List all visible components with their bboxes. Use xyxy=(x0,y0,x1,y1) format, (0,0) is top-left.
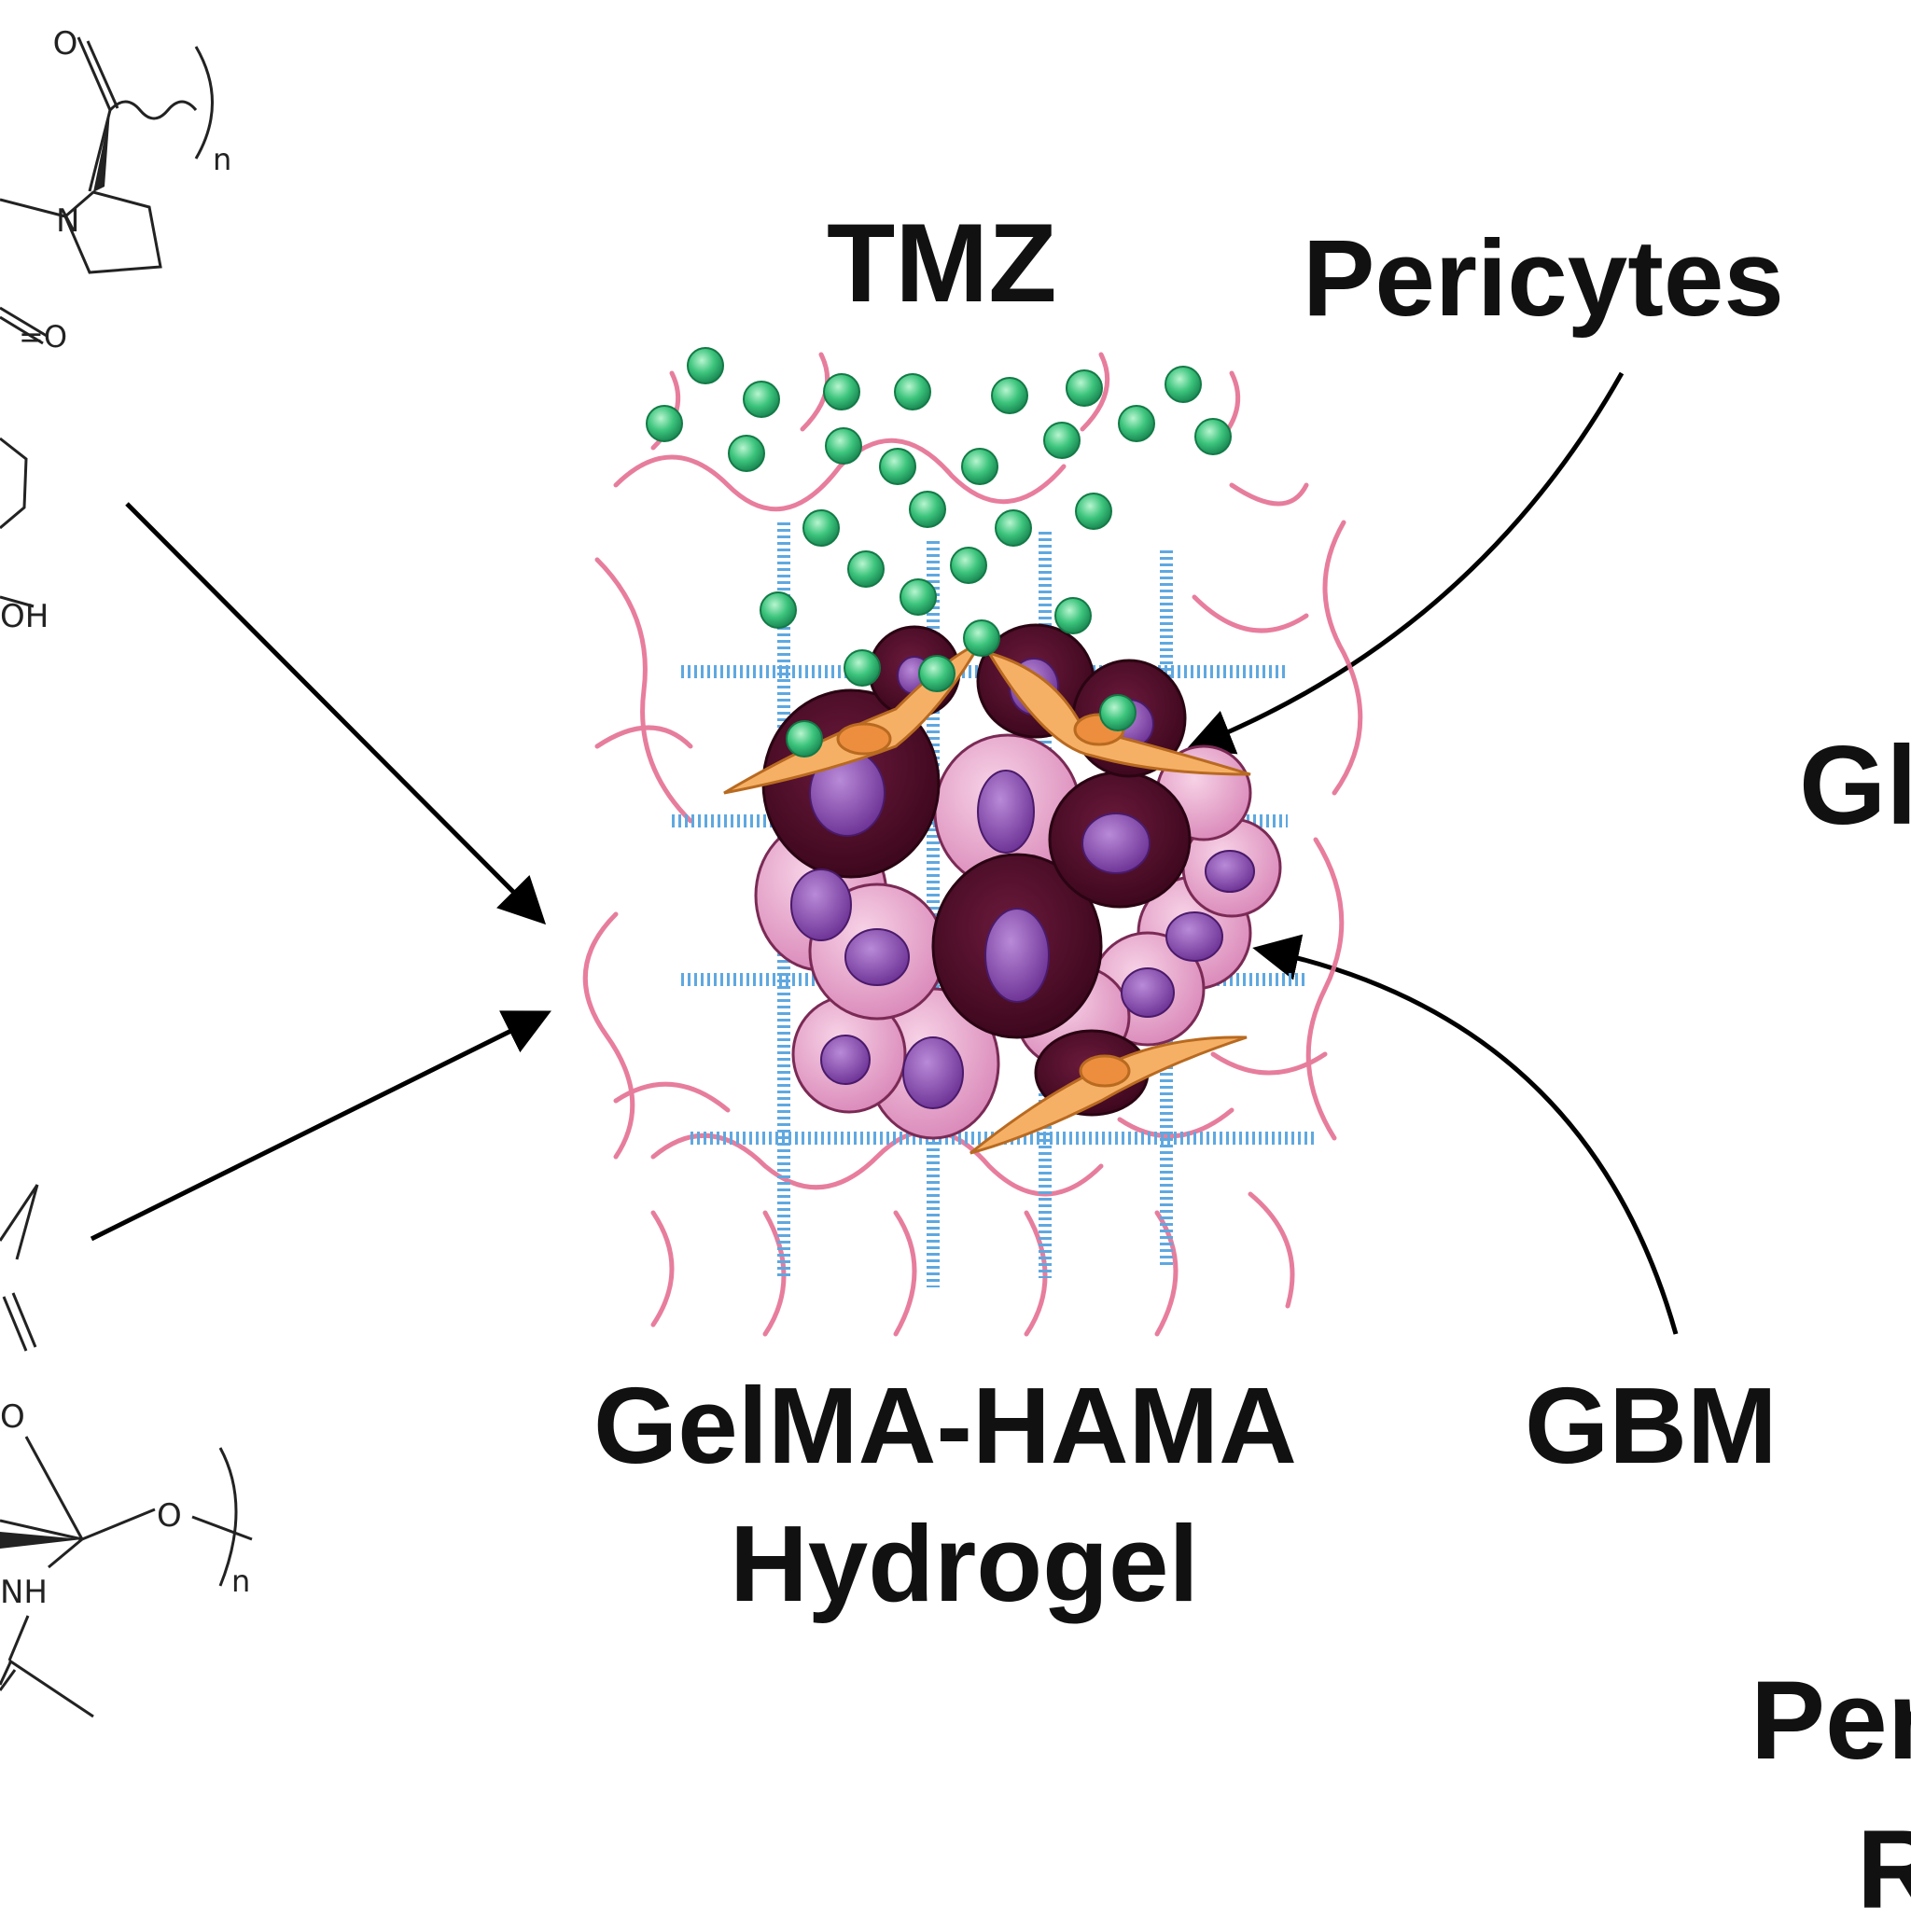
chem-o-link: O xyxy=(157,1497,182,1535)
tmz-label: TMZ xyxy=(827,201,1057,326)
hydrogel-label-line2: Hydrogel xyxy=(730,1503,1199,1624)
arrow-pericytes xyxy=(1185,371,1625,755)
gl-label-cut: Gl xyxy=(1799,723,1911,848)
per-label-cut: Per xyxy=(1751,1658,1911,1783)
chem-o-ring: O xyxy=(0,1398,25,1436)
chem-o-top: O xyxy=(53,25,78,63)
chem-n-bottom: n xyxy=(231,1564,250,1599)
gelma-structure xyxy=(0,36,214,608)
chem-n-top: n xyxy=(213,142,231,177)
r-label-cut: R xyxy=(1857,1807,1911,1932)
pericyte-3 xyxy=(969,1035,1248,1155)
chem-n-ring: N xyxy=(56,202,79,240)
arrow-gelma-to-hydrogel xyxy=(125,502,547,925)
arrows xyxy=(90,371,1679,1335)
gbm-cell-cluster xyxy=(723,623,1282,1155)
hydrogel-label-line1: GelMA-HAMA xyxy=(593,1365,1297,1486)
tmz-beads xyxy=(646,347,1232,758)
chem-oh: OH xyxy=(0,598,49,635)
gbm-label: GBM xyxy=(1525,1365,1778,1486)
hama-structure xyxy=(0,1184,253,1718)
pericyte-2 xyxy=(985,650,1251,776)
arrow-hama-to-hydrogel xyxy=(90,1010,551,1242)
chem-o-carbonyl: =O xyxy=(19,319,67,354)
arrow-gbm xyxy=(1252,934,1679,1335)
pericytes-label: Pericytes xyxy=(1303,217,1784,339)
chem-nh: NH xyxy=(0,1574,48,1611)
